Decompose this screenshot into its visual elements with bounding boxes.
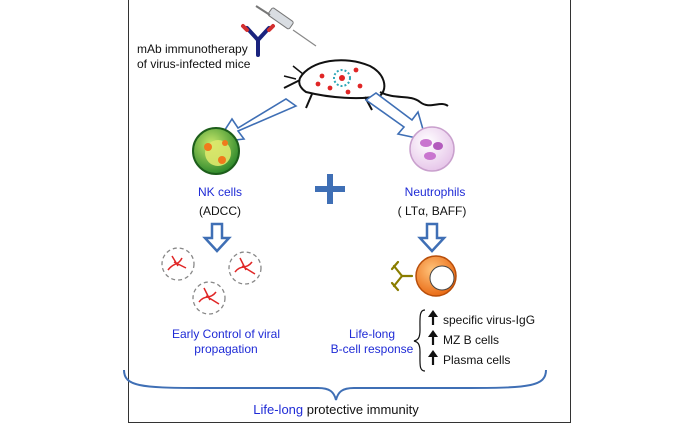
infected-cell-icon <box>161 247 195 281</box>
infected-cell-icon <box>192 281 226 315</box>
down-arrow-left-icon <box>202 222 232 253</box>
antibody-icon <box>241 24 275 57</box>
infected-cell-icon <box>228 251 262 285</box>
b-cell-icon <box>415 255 457 297</box>
effect-item: Plasma cells <box>443 353 511 367</box>
igg-antibody-icon <box>390 260 414 292</box>
down-arrow-right-icon <box>417 222 447 253</box>
intro-line-2: of virus-infected mice <box>137 57 251 71</box>
increase-arrow-icon <box>428 330 438 345</box>
neutrophil-icon <box>409 126 455 172</box>
summary-highlight: Life-long <box>253 402 304 417</box>
early-control-line-2: propagation <box>194 342 258 356</box>
arrow-to-neutrophil-icon <box>364 92 428 142</box>
neutrophil-mechanism-label: ( LTα, BAFF) <box>397 204 467 218</box>
plus-icon <box>315 174 345 204</box>
nk-mechanism-label: (ADCC) <box>199 204 241 218</box>
summary-rest: protective immunity <box>303 402 419 417</box>
increase-arrow-icon <box>428 310 438 325</box>
syringe-icon <box>255 5 317 47</box>
intro-line-1: mAb immunotherapy <box>137 42 248 56</box>
nk-cell-icon <box>192 127 240 175</box>
effects-brace <box>413 309 426 372</box>
nk-cells-label: NK cells <box>197 185 243 199</box>
mouse-icon <box>283 59 449 111</box>
life-long-line-1: Life-long <box>348 327 396 341</box>
effect-item: MZ B cells <box>443 333 500 347</box>
figure-frame <box>128 0 571 423</box>
effect-item: specific virus-IgG <box>443 313 536 327</box>
increase-arrow-icon <box>428 350 438 365</box>
life-long-line-2: B-cell response <box>330 342 414 356</box>
neutrophils-label: Neutrophils <box>404 185 466 199</box>
summary-brace <box>123 369 547 401</box>
early-control-line-1: Early Control of viral <box>171 327 281 341</box>
summary-label: Life-long protective immunity <box>253 402 418 417</box>
